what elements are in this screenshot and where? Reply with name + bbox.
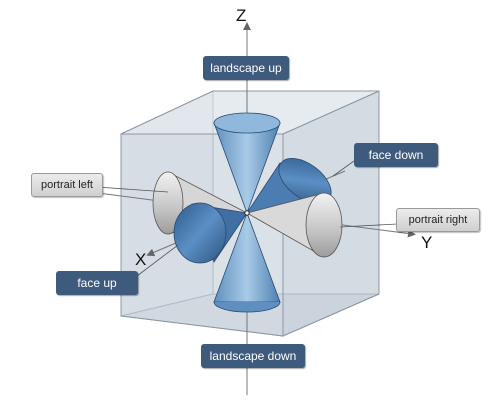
label-portrait-right: portrait right xyxy=(396,208,480,232)
label-face-up: face up xyxy=(56,271,138,295)
label-face-down: face down xyxy=(354,143,438,167)
cone-face-up xyxy=(173,202,248,264)
z-axis-label: Z xyxy=(236,6,247,25)
x-axis-label: X xyxy=(135,250,147,269)
y-axis-label: Y xyxy=(421,233,433,252)
cones xyxy=(152,112,343,313)
label-landscape-up: landscape up xyxy=(203,56,289,80)
cone-landscape-down xyxy=(213,211,281,313)
origin-point xyxy=(244,210,250,216)
cone-portrait-right xyxy=(245,192,343,258)
label-landscape-down: landscape down xyxy=(201,344,305,368)
leader-lines xyxy=(96,160,398,277)
label-portrait-left: portrait left xyxy=(31,173,103,197)
cone-landscape-up xyxy=(213,112,281,215)
